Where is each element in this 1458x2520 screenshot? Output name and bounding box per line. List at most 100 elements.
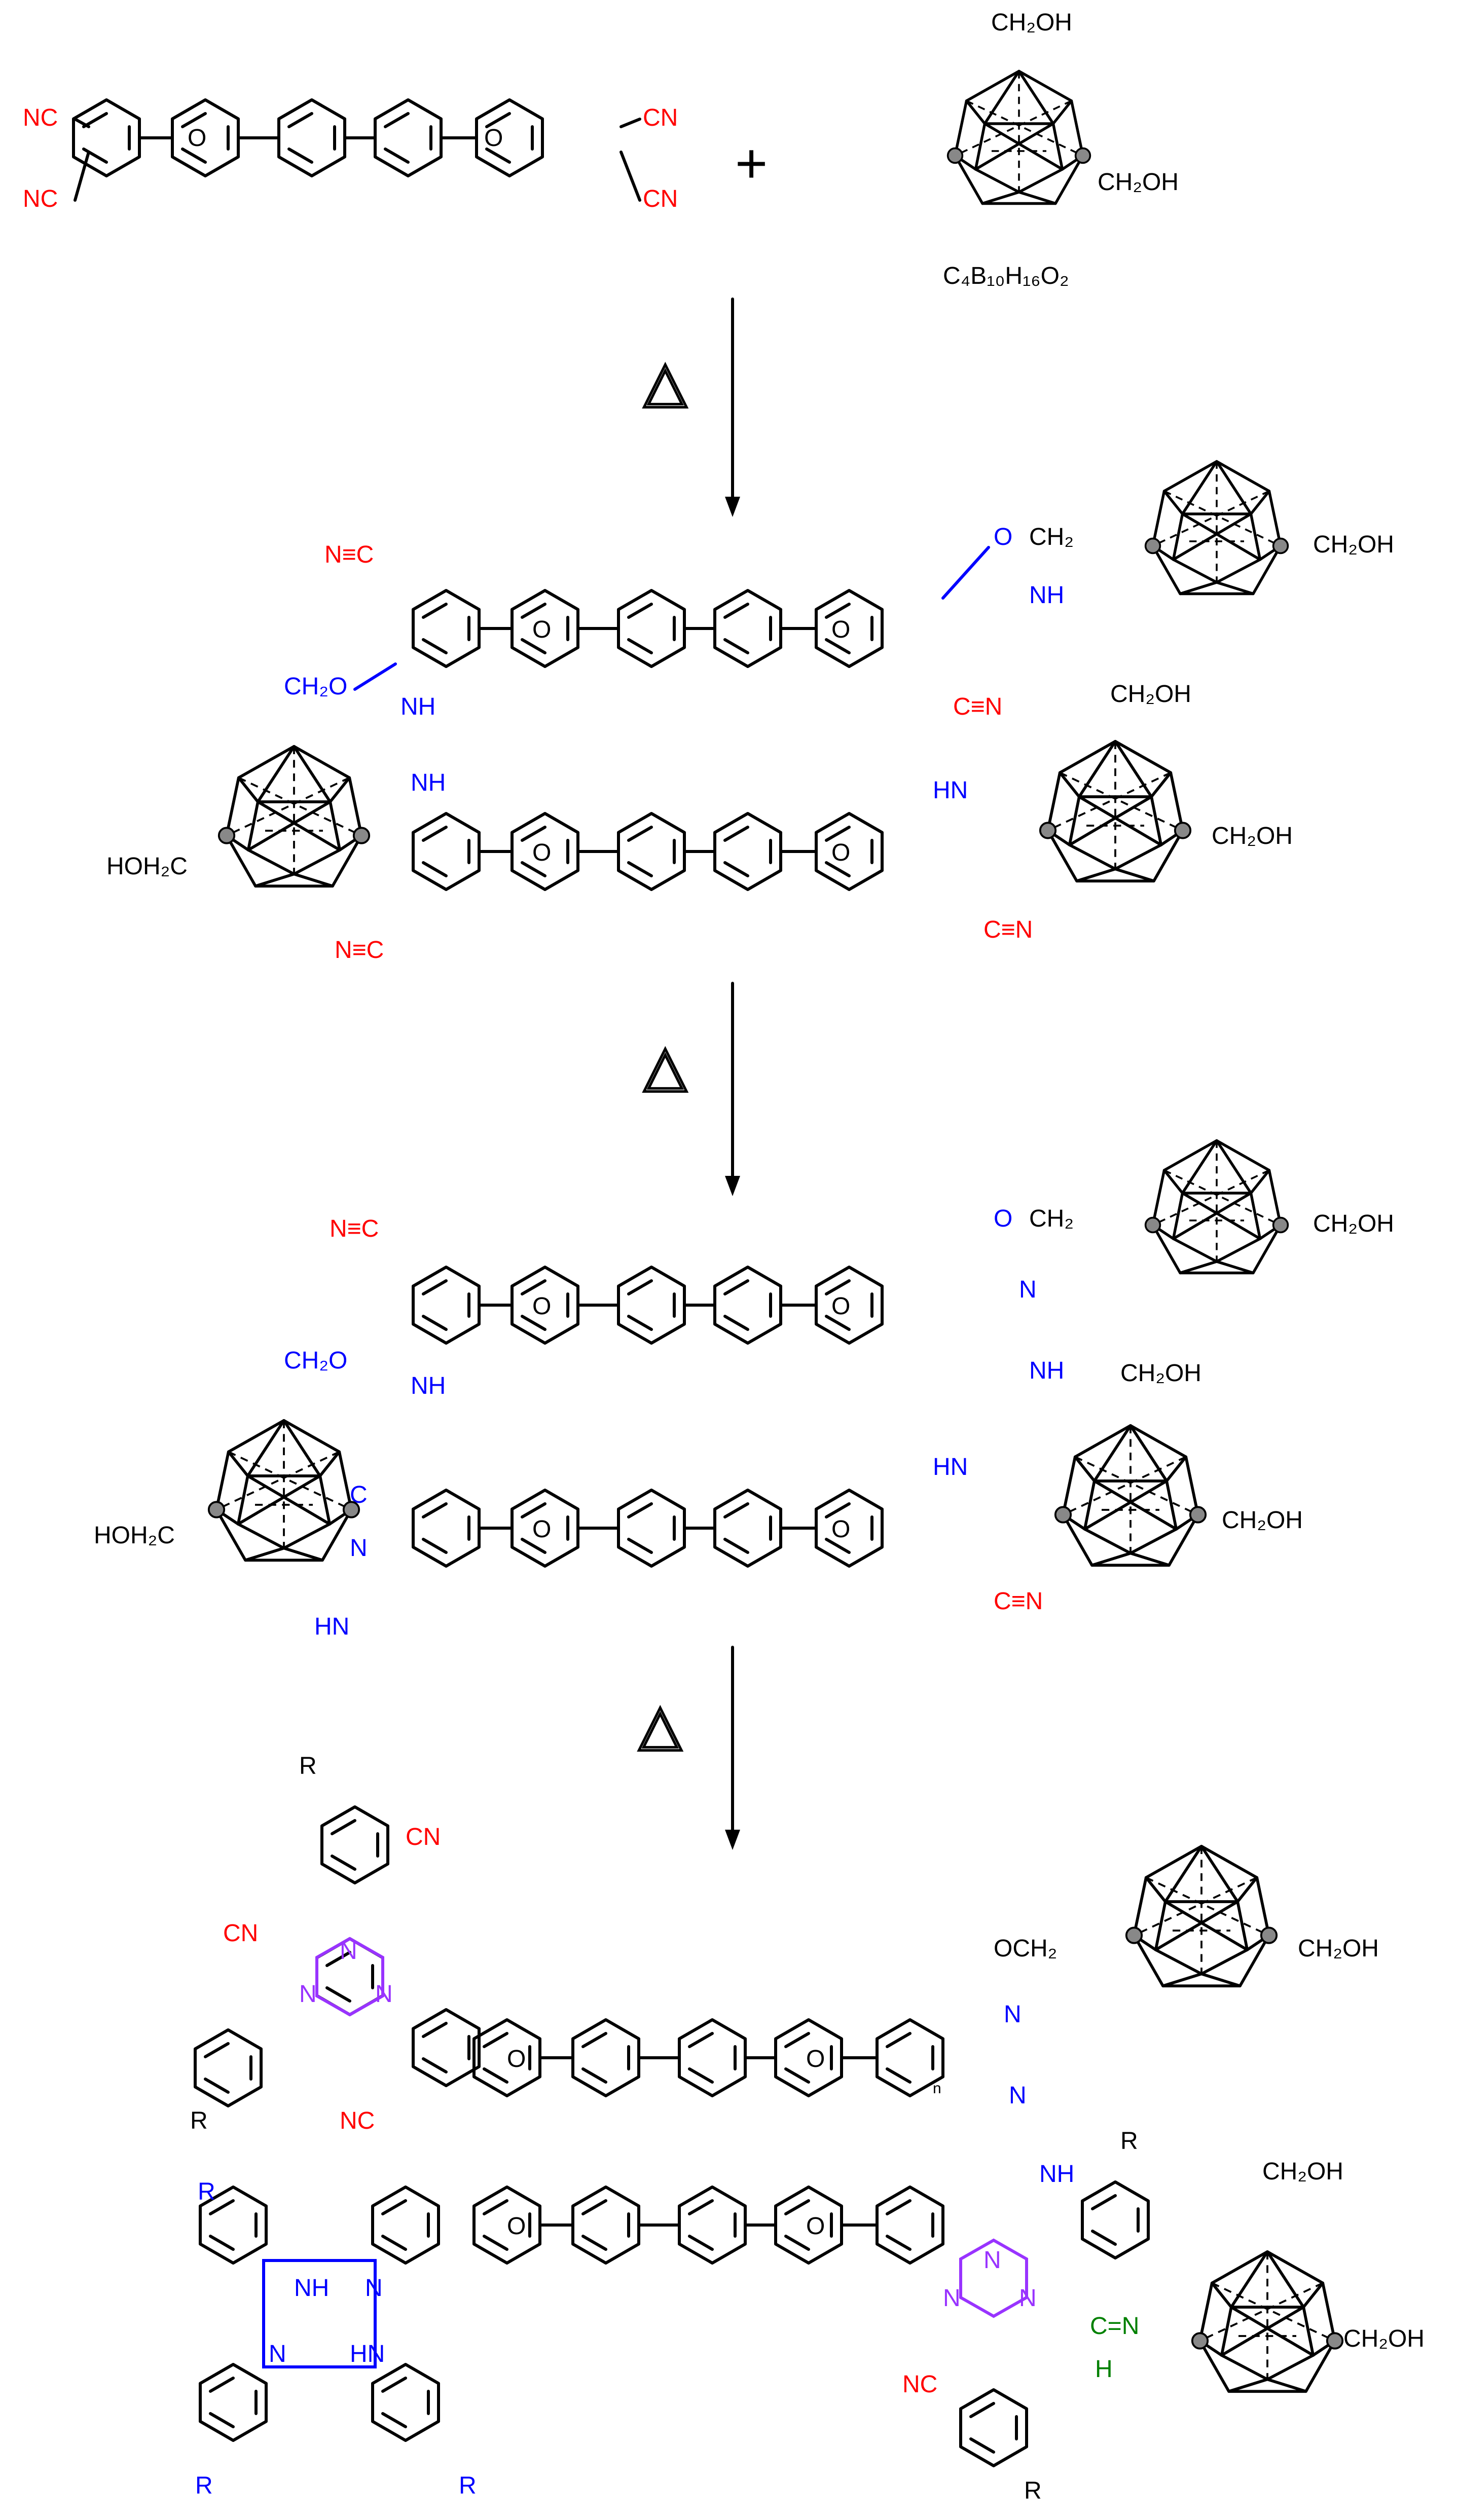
isoindoline-hn-label: HN	[314, 1613, 349, 1640]
isoindoline-nh-label: NH	[1029, 1357, 1064, 1384]
amidine-nh-label: NH	[411, 769, 446, 796]
ch2oh-label: CH₂OH	[1120, 1360, 1201, 1387]
isoindoline-n-label: N	[1004, 2001, 1022, 2028]
ether-o-label: O	[532, 839, 551, 866]
ch2oh-label: CH₂OH	[1110, 681, 1191, 708]
monomer-top: O O N≡C C≡N CH₂O NH O CH₂ NH	[284, 524, 1074, 720]
imidate-nh-label: NH	[411, 1373, 446, 1399]
ether-o-label: O	[806, 2213, 825, 2240]
triazine-n-label: N	[943, 2285, 961, 2312]
ch2oh-label: CH₂OH	[1313, 531, 1394, 558]
nitrile-label: N≡C	[335, 937, 384, 963]
nc-group-label: NC	[23, 186, 58, 212]
ether-o-label: O	[532, 1516, 551, 1543]
heat-symbol: △	[639, 1693, 682, 1756]
ch2oh-label: CH₂OH	[1313, 1210, 1394, 1237]
pyrrole-nh-label: NH	[294, 2275, 329, 2302]
amidine-hn-label: HN	[933, 777, 968, 804]
triazine-n-label: N	[1019, 2285, 1037, 2312]
r-substituent-label: R	[195, 2472, 213, 2499]
heat-symbol: △	[644, 1034, 687, 1097]
ch2-label: CH₂	[1029, 1205, 1074, 1232]
ch2oh-label: CH₂OH	[1298, 1935, 1379, 1962]
triazine-n-label: N	[340, 1938, 357, 1965]
nc-group-label: NC	[902, 2371, 937, 2398]
isoindoline-n-label: N	[350, 1535, 368, 1562]
nitrile-label: C≡N	[983, 916, 1033, 943]
ether-o-label: O	[831, 1516, 850, 1543]
nitrile-label: C≡N	[994, 1588, 1043, 1615]
r-substituent-label: R	[1024, 2477, 1042, 2504]
reaction-arrow-3: △	[638, 1646, 740, 1850]
r-substituent-label: R	[190, 2107, 208, 2134]
ch2oh-label: CH₂OH	[1098, 169, 1179, 196]
cn-group-label: CN	[406, 1824, 441, 1850]
plus-sign: +	[735, 132, 768, 195]
ether-o-label: O	[806, 2046, 825, 2072]
triazine-n-label: N	[299, 1981, 317, 2008]
r-substituent-label: R	[198, 2178, 215, 2205]
product-network: N N N R CN CN R NC O O OCH₂ N n N NH CH₂…	[190, 1753, 1425, 2504]
ch2oh-label: CH₂OH	[1343, 2325, 1425, 2352]
r-substituent-label: R	[459, 2472, 477, 2499]
schiff-base-h-label: H	[1095, 2356, 1113, 2383]
amidine-hn-label: HN	[933, 1454, 968, 1480]
och2-label: OCH₂	[994, 1935, 1057, 1962]
hoh2c-label: HOH₂C	[94, 1522, 175, 1549]
imidate-nh-label: NH	[1029, 582, 1064, 609]
nitrile-label: N≡C	[330, 1215, 379, 1242]
triazine-lower: N N N	[943, 2238, 1037, 2318]
nitrile-label: C≡N	[953, 693, 1002, 720]
r-substituent-label: R	[299, 1753, 317, 1780]
hoh2c-label: HOH₂C	[106, 853, 188, 880]
intermediate-2: O O N≡C CH₂O NH O CH₂ N NH CH₂OH O O C≡N…	[94, 1141, 1394, 1640]
nc-group-label: NC	[23, 104, 58, 131]
schiff-base-label: C=N	[1090, 2313, 1139, 2340]
repeat-n-label: n	[933, 2080, 941, 2097]
ch2oh-label: CH₂OH	[1222, 1507, 1303, 1534]
reactant-carborane-diol	[948, 71, 1090, 204]
isoindoline-o-label: O	[994, 1205, 1012, 1232]
intermediate-1: O O N≡C C≡N CH₂O NH O CH₂ NH CH₂OH O O N…	[106, 462, 1394, 963]
cn-group-label: CN	[643, 104, 678, 131]
ether-o-label: O	[532, 616, 551, 643]
phthalocyanine-macrocycle	[200, 2187, 439, 2440]
ch2oh-label: CH₂OH	[991, 9, 1072, 36]
cn-group-label: CN	[223, 1920, 258, 1947]
imidate-ch2o-label: CH₂O	[284, 1347, 347, 1374]
ether-o-label: O	[831, 1293, 850, 1320]
heat-symbol: △	[644, 350, 687, 413]
reactant-bis-phthalonitrile: NC NC O O CN CN	[23, 100, 678, 212]
imidate-och2-label: O	[994, 524, 1012, 550]
ether-o-label: O	[484, 125, 503, 152]
reaction-arrow-1: △	[643, 298, 740, 517]
ether-o-label: O	[831, 616, 850, 643]
triazine-n-label: N	[983, 2247, 1001, 2274]
ether-o-label: O	[188, 125, 206, 152]
ch2oh-label: CH₂OH	[1262, 2158, 1343, 2185]
pyrrole-n-label: N	[365, 2275, 383, 2302]
imidate-ch2o-label: CH₂O	[284, 673, 347, 700]
imine-n-label: N	[1009, 2082, 1027, 2109]
ether-o-label: O	[532, 1293, 551, 1320]
ch2-label: CH₂	[1029, 524, 1074, 550]
reaction-arrow-2: △	[643, 982, 740, 1196]
triazine-upper: N N N	[299, 1937, 393, 2017]
ch2oh-label: CH₂OH	[1212, 823, 1293, 849]
formula-label: C₄B₁₀H₁₆O₂	[943, 263, 1069, 289]
pyrrole-hn-label: HN	[350, 2341, 385, 2367]
imidate-nh-label: NH	[400, 693, 435, 720]
ether-o-label: O	[507, 2046, 526, 2072]
pyrrole-n-label: N	[269, 2341, 286, 2367]
nitrile-label: N≡C	[324, 541, 374, 568]
ether-o-label: O	[831, 839, 850, 866]
triazine-n-label: N	[375, 1981, 393, 2008]
imine-nh-label: NH	[1039, 2161, 1074, 2188]
r-substituent-label: R	[1120, 2128, 1138, 2155]
isoindoline-n-label: N	[1019, 1276, 1037, 1303]
ether-o-label: O	[507, 2213, 526, 2240]
cn-group-label: CN	[643, 186, 678, 212]
nc-group-label: NC	[340, 2107, 375, 2134]
monomer-top: O O N≡C CH₂O NH O CH₂ N NH	[284, 1205, 1074, 1399]
